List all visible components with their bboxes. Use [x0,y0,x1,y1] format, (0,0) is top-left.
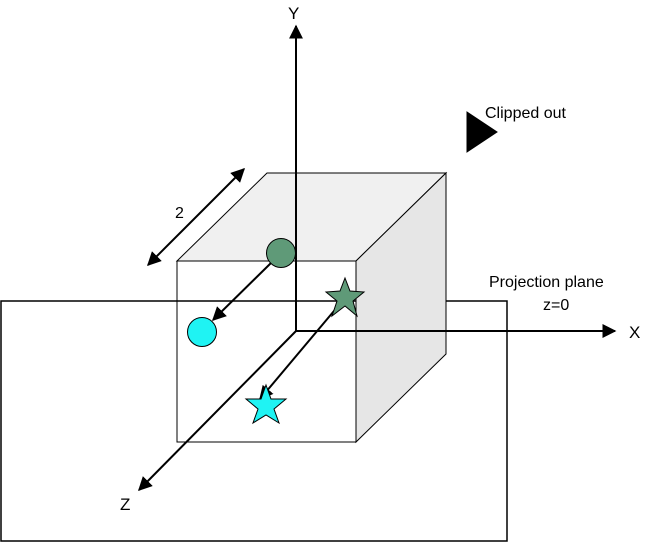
z-axis [138,330,297,491]
projected-star-icon [244,383,288,425]
circle-projection-arrow [212,261,273,321]
original-circle-icon [266,238,296,268]
projection-plane-label: Projection plane [489,274,604,291]
original-star-icon [324,276,366,318]
projection-plane-z-label: z=0 [543,297,569,314]
dimension-label: 2 [175,205,184,222]
view-volume-cube [175,171,448,444]
star-projection-arrow [259,304,340,401]
projected-circle-icon [187,317,217,347]
dimension-arrow [147,168,245,266]
x-axis-label: X [629,323,640,342]
z-axis-label: Z [120,495,130,514]
clipped-out-label: Clipped out [485,105,567,122]
clipped-triangle-icon [466,111,498,153]
y-axis-label: Y [288,4,299,23]
